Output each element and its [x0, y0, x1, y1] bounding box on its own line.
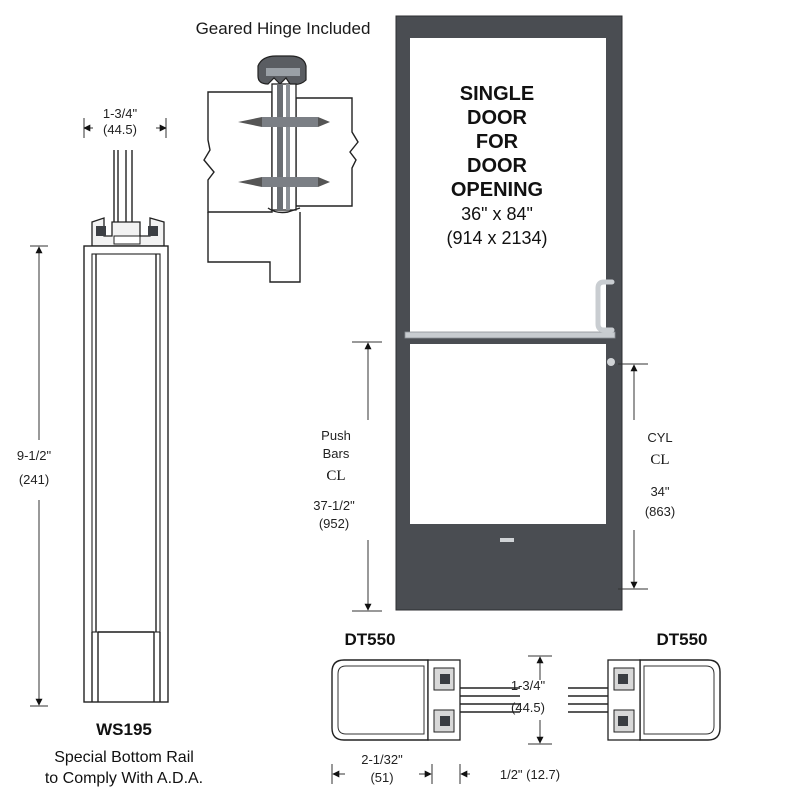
push-bars-label-1: Push	[321, 428, 351, 443]
lock-cylinder	[607, 358, 615, 366]
door-title-line-2: DOOR	[467, 107, 528, 129]
door-title-line-1: SINGLE	[460, 83, 534, 105]
door-lower-glass	[410, 344, 606, 524]
cylinder-height-imperial: 34"	[650, 484, 669, 499]
rail-width-metric: (44.5)	[103, 122, 137, 137]
rail-height-dimension: 9-1/2" (241)	[8, 245, 64, 707]
stile-depth-imperial: 1-3/4"	[511, 678, 546, 693]
cylinder-label: CYL	[647, 430, 672, 445]
push-bar-centerline-icon: CL	[326, 468, 345, 484]
kick-plate-slot	[500, 538, 514, 542]
right-stile-section	[568, 659, 721, 741]
push-bars-height-metric: (952)	[319, 516, 349, 531]
push-bar-dimension: Push Bars CL 37-1/2" (952)	[313, 341, 382, 612]
rail-width-dimension: 1-3/4" (44.5)	[83, 106, 167, 138]
pull-handle	[595, 279, 615, 333]
right-stile-model: DT550	[656, 630, 707, 649]
door-size-imperial: 36" x 84"	[461, 204, 533, 224]
gap-dimension: 1/2" (12.7)	[459, 764, 560, 784]
rail-height-imperial: 9-1/2"	[17, 448, 52, 463]
stile-width-metric: (51)	[370, 770, 393, 785]
push-bars-label-2: Bars	[323, 446, 350, 461]
push-bar	[404, 331, 616, 339]
left-stile-model: DT550	[344, 630, 395, 649]
cylinder-cl-symbol: CL	[650, 452, 669, 468]
door-upper-glass	[410, 38, 606, 332]
left-stile-section	[331, 659, 520, 741]
cylinder-height-metric: (863)	[645, 504, 675, 519]
rail-caption-line1: Special Bottom Rail	[54, 749, 194, 766]
stile-width-dimension: 2-1/32" (51)	[331, 752, 433, 785]
stile-depth-dimension: 1-3/4" (44.5)	[511, 655, 552, 745]
geared-hinge-detail	[203, 55, 359, 283]
door-title-line-5: OPENING	[451, 179, 543, 201]
stile-width-imperial: 2-1/32"	[361, 752, 403, 767]
door-elevation	[395, 15, 623, 611]
door-size-metric: (914 x 2134)	[446, 228, 547, 248]
cylinder-centerline-icon: CL	[650, 452, 669, 468]
gap-dimension-label: 1/2" (12.7)	[500, 767, 560, 782]
rail-model-label: WS195	[96, 720, 152, 739]
push-bars-cl-symbol: CL	[326, 468, 345, 484]
rail-height-metric: (241)	[19, 472, 49, 487]
bottom-rail-section	[83, 150, 169, 703]
rail-width-imperial: 1-3/4"	[103, 106, 138, 121]
hinge-title: Geared Hinge Included	[196, 19, 371, 38]
stile-depth-metric: (44.5)	[511, 700, 545, 715]
door-title-line-3: FOR	[476, 131, 519, 153]
rail-caption-line2: to Comply With A.D.A.	[45, 770, 203, 787]
push-bars-height-imperial: 37-1/2"	[313, 498, 355, 513]
cylinder-dimension: CYL CL 34" (863)	[618, 363, 675, 590]
door-title-line-4: DOOR	[467, 155, 528, 177]
